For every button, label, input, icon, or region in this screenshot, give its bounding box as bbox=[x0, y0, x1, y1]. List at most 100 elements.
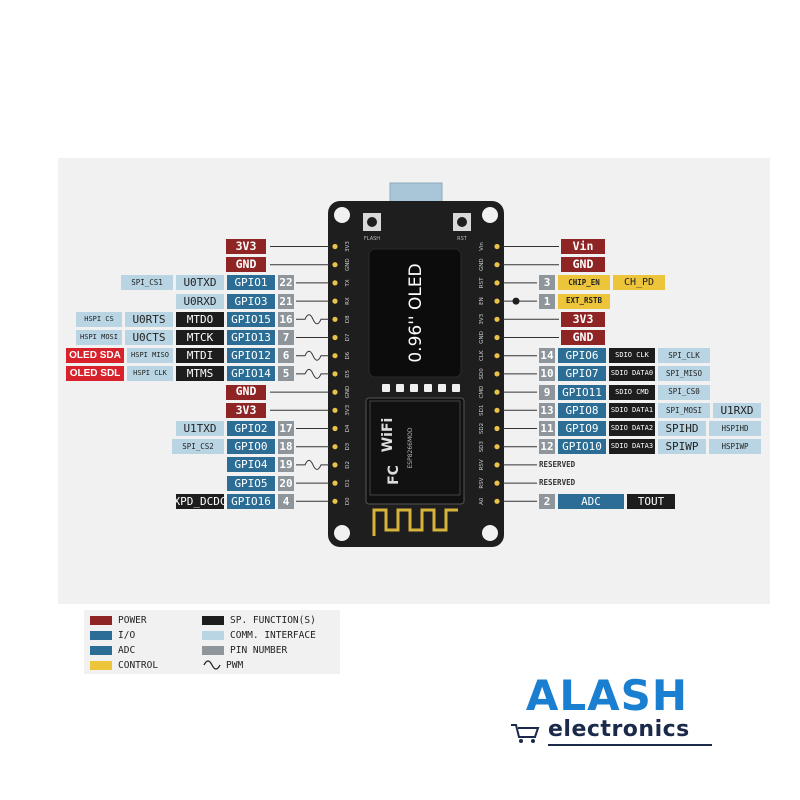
legend-label: PIN NUMBER bbox=[230, 644, 288, 656]
left-pin-3-label-0: U0RXD bbox=[176, 293, 224, 309]
board-edge-label: D5 bbox=[345, 370, 351, 378]
header-pin bbox=[494, 444, 500, 450]
right-pin-0-label-0: Vin bbox=[561, 239, 605, 254]
left-pin-3-label-1: GPIO3 bbox=[227, 293, 275, 309]
left-pin-5-label-3: GPIO13 bbox=[227, 330, 275, 345]
right-pin-10-label-3: SPIHD bbox=[658, 421, 706, 436]
right-pin-8-label-2: SDIO CMD bbox=[609, 384, 655, 400]
legend-swatch bbox=[90, 660, 112, 670]
right-pin-9-label-0: 13 bbox=[539, 402, 555, 418]
right-pin-9-label-3: SPI_MOSI bbox=[658, 402, 710, 418]
board-edge-label: SD1 bbox=[479, 405, 485, 416]
left-pin-6-label-2: MTDI bbox=[176, 348, 224, 364]
left-pin-11-label-2: 18 bbox=[278, 439, 294, 455]
oled-pads bbox=[382, 384, 460, 392]
pwm-wave-icon bbox=[296, 314, 329, 325]
header-pin bbox=[332, 407, 338, 413]
legend-label: ADC bbox=[118, 644, 136, 656]
left-pin-1-label-0: GND bbox=[226, 257, 266, 273]
right-pin-6-label-2: SDIO CLK bbox=[609, 348, 655, 364]
header-pin bbox=[494, 353, 500, 359]
header-pin bbox=[332, 280, 338, 286]
board-edge-label: 3V3 bbox=[345, 404, 351, 415]
pwm-wave-icon bbox=[296, 459, 329, 470]
right-pin-14-label-1: ADC bbox=[558, 493, 624, 509]
right-pin-row: 3V3 bbox=[0, 311, 800, 327]
right-pin-14-label-2: TOUT bbox=[627, 493, 675, 509]
brand-logo: ALASH electronics bbox=[510, 673, 712, 748]
header-pin bbox=[332, 262, 338, 268]
brand-underline bbox=[548, 744, 712, 746]
legend-item: ADC bbox=[90, 644, 135, 656]
header-pin bbox=[494, 425, 500, 432]
left-pin-row: 3V3 bbox=[0, 239, 800, 254]
flash-label: FLASH bbox=[364, 236, 380, 242]
left-pin-14-label-0: XPD_DCDC bbox=[176, 493, 224, 509]
legend-label: SP. FUNCTION(S) bbox=[230, 614, 316, 626]
right-pin-11-label-4: HSPIWP bbox=[709, 439, 761, 455]
left-pin-7-label-1: HSPI CLK bbox=[127, 366, 173, 382]
left-pin-13-label-0: GPIO5 bbox=[227, 475, 275, 491]
antenna bbox=[372, 508, 458, 536]
legend-item: COMM. INTERFACE bbox=[202, 629, 316, 641]
mount-hole bbox=[482, 525, 498, 541]
header-pin bbox=[494, 498, 500, 504]
right-pin-13-label-0: RESERVED bbox=[539, 478, 576, 488]
right-pin-10-label-2: SDIO DATA2 bbox=[609, 421, 655, 436]
right-pin-row: GND bbox=[0, 257, 800, 273]
left-pin-2-label-3: 22 bbox=[278, 275, 294, 291]
board-edge-label: RST bbox=[479, 277, 485, 288]
header-pin bbox=[332, 371, 338, 377]
left-pin-row: GND bbox=[0, 257, 800, 273]
left-pin-row: GND bbox=[0, 384, 800, 400]
board-edge-label: D3 bbox=[345, 442, 351, 450]
board-edge-label: D0 bbox=[345, 497, 351, 505]
right-header-pins bbox=[494, 243, 500, 504]
board-edge-label: D6 bbox=[345, 351, 351, 359]
mount-hole bbox=[334, 525, 350, 541]
right-pin-9-label-4: U1RXD bbox=[713, 402, 761, 418]
board-edge-label: EN bbox=[479, 297, 485, 305]
board-edge-label: TX bbox=[345, 279, 351, 287]
board-edge-label: RSV bbox=[479, 477, 485, 488]
brand-subtitle: electronics bbox=[548, 717, 690, 742]
right-pin-6-label-3: SPI_CLK bbox=[658, 348, 710, 364]
left-pin-10-label-2: 17 bbox=[278, 421, 294, 436]
legend-item: PWM bbox=[202, 659, 243, 671]
board-edge-label: GND bbox=[479, 258, 485, 271]
left-pin-row: 3V3 bbox=[0, 402, 800, 418]
board-edge-label: D1 bbox=[345, 479, 351, 487]
left-pin-4-label-3: GPIO15 bbox=[227, 311, 275, 327]
right-pin-1-label-0: GND bbox=[561, 257, 605, 273]
legend-label: I/O bbox=[118, 629, 136, 641]
legend-item: POWER bbox=[90, 614, 147, 626]
board-edge-label: SD0 bbox=[479, 368, 485, 380]
left-pin-12-label-1: 19 bbox=[278, 457, 294, 473]
left-pin-7-label-4: 5 bbox=[278, 366, 294, 382]
right-pin-2-label-2: CH_PD bbox=[613, 275, 665, 291]
left-pin-7-label-3: GPIO14 bbox=[227, 366, 275, 382]
board-edge-label: GND bbox=[345, 386, 351, 399]
left-pin-0-label-0: 3V3 bbox=[226, 239, 266, 254]
right-pin-4-label-0: 3V3 bbox=[561, 311, 605, 327]
left-pin-5-label-0: HSPI MOSI bbox=[76, 330, 122, 345]
board-edge-label: D4 bbox=[345, 424, 351, 432]
right-pin-7-label-1: GPIO7 bbox=[558, 366, 606, 382]
header-pin bbox=[494, 480, 500, 486]
right-pin-9-label-1: GPIO8 bbox=[558, 402, 606, 418]
mount-hole bbox=[334, 207, 350, 223]
left-header-pins bbox=[332, 243, 338, 504]
